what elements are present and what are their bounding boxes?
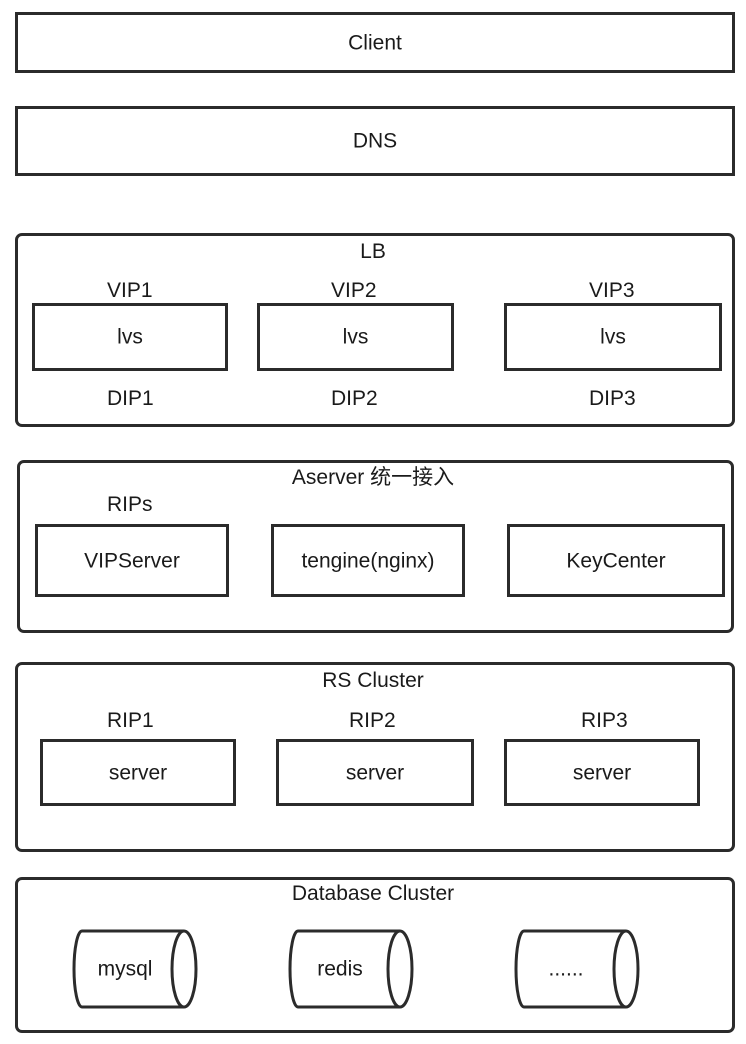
dns-box: DNS: [15, 106, 735, 176]
database-cluster-title: Database Cluster: [291, 882, 455, 905]
rs-cluster-title: RS Cluster: [322, 669, 424, 692]
aserver-rips-label: RIPs: [107, 493, 153, 516]
server-node: server: [504, 739, 700, 806]
server-node: server: [276, 739, 474, 806]
database-cylinder: [72, 929, 198, 1009]
lb-dip-label: DIP2: [331, 387, 378, 410]
database-label: redis: [317, 957, 363, 981]
dns-label: DNS: [352, 129, 398, 153]
database-cylinder: [288, 929, 414, 1009]
lb-vip-label: VIP2: [331, 279, 377, 302]
lvs-node: lvs: [257, 303, 454, 371]
lvs-node: lvs: [504, 303, 722, 371]
database-label: mysql: [97, 957, 153, 981]
lb-vip-label: VIP3: [589, 279, 635, 302]
server-label: server: [572, 761, 632, 784]
lvs-label: lvs: [600, 325, 626, 349]
rs-rip-label: RIP2: [349, 709, 396, 732]
lvs-node: lvs: [32, 303, 228, 371]
lvs-label: lvs: [342, 325, 369, 349]
aserver-node-label: VIPServer: [84, 549, 180, 572]
aserver-node: VIPServer: [35, 524, 229, 597]
database-label: ......: [548, 957, 584, 981]
server-node: server: [40, 739, 236, 806]
rs-rip-label: RIP3: [581, 709, 628, 732]
client-box: Client: [15, 12, 735, 73]
rs-rip-label: RIP1: [107, 709, 154, 732]
aserver-node: tengine(nginx): [271, 524, 465, 597]
lvs-label: lvs: [117, 325, 143, 349]
lb-vip-label: VIP1: [107, 279, 153, 302]
aserver-node: KeyCenter: [507, 524, 725, 597]
client-label: Client: [348, 31, 402, 54]
server-label: server: [108, 761, 168, 784]
aserver-node-label: tengine(nginx): [301, 549, 435, 572]
database-cylinder: [514, 929, 640, 1009]
lb-title: LB: [360, 240, 386, 263]
server-label: server: [345, 761, 405, 784]
aserver-title: Aserver 统一接入: [291, 466, 455, 489]
lb-dip-label: DIP1: [107, 387, 154, 410]
lb-dip-label: DIP3: [589, 387, 636, 410]
aserver-node-label: KeyCenter: [566, 549, 666, 572]
